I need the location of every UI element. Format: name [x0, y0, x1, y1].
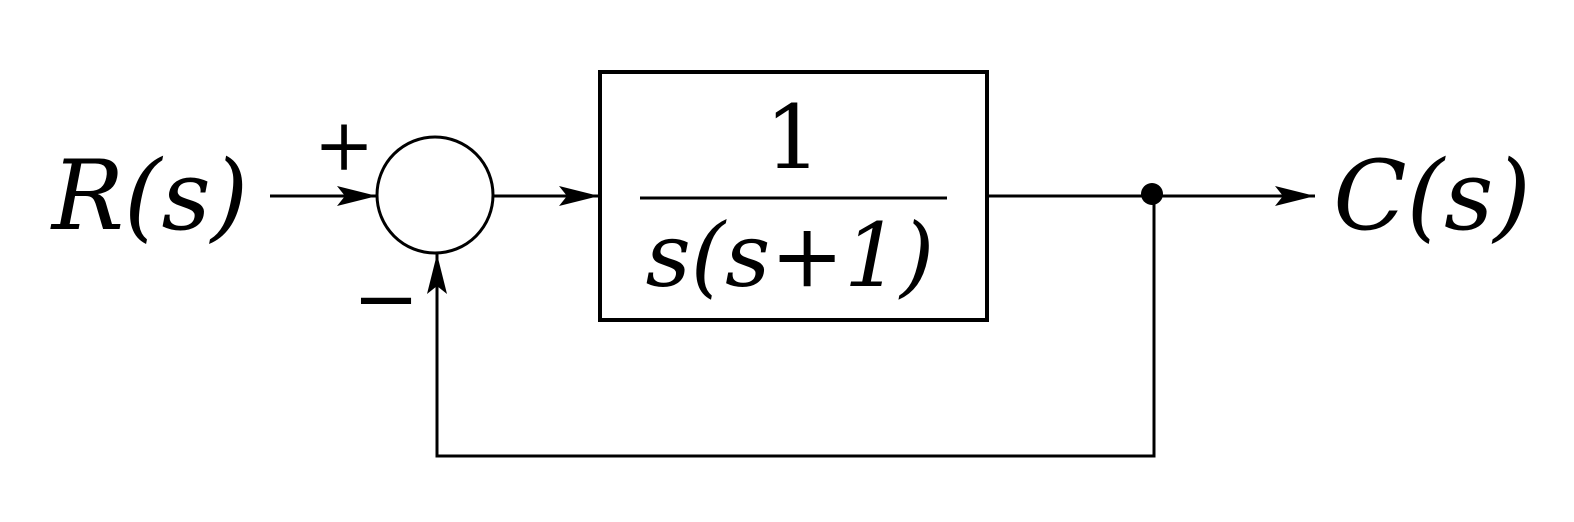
output-label: C(s) — [1333, 140, 1531, 252]
minus-sign: − — [352, 252, 419, 345]
input-label: R(s) — [50, 140, 248, 252]
feedback-path — [427, 196, 1156, 458]
plus-sign: + — [314, 103, 374, 187]
numerator: 1 — [765, 86, 821, 189]
denominator: s(s+1) — [646, 204, 935, 307]
takeoff-point — [1141, 183, 1163, 205]
transfer-function-block — [598, 70, 989, 322]
summing-junction — [375, 135, 495, 255]
